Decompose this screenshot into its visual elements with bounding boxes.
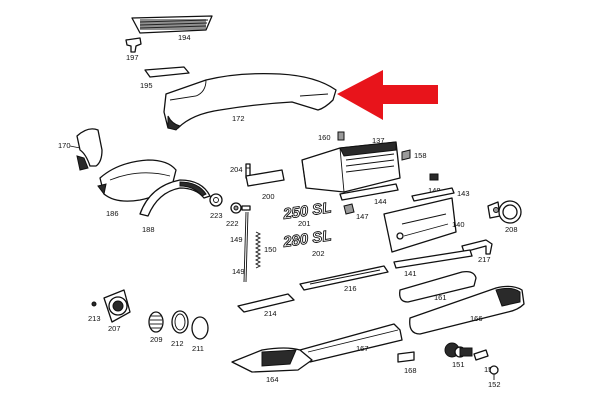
part-207-housing — [103, 289, 131, 323]
callout-200: 200 — [262, 192, 275, 201]
part-143-strip — [411, 187, 455, 202]
callout-208: 208 — [505, 225, 518, 234]
callout-209: 209 — [150, 335, 163, 344]
part-212-ring — [171, 310, 189, 334]
callout-223: 223 — [210, 211, 223, 220]
part-170-side-trim — [69, 128, 103, 171]
callout-168: 168 — [404, 366, 417, 375]
callout-167: 167 — [356, 344, 369, 353]
part-160-clip — [337, 131, 345, 141]
part-149-bolt — [241, 205, 251, 283]
emblem-250sl: 250 SL — [281, 199, 333, 224]
callout-166: 166 — [470, 314, 483, 323]
part-148-clip — [429, 173, 439, 181]
part-214-trim — [237, 293, 295, 313]
part-137-glovebox — [301, 141, 401, 193]
callout-137: 137 — [372, 136, 385, 145]
part-164-panel — [231, 347, 313, 373]
part-209-grille — [148, 311, 164, 333]
callout-143: 143 — [457, 189, 470, 198]
callout-204: 204 — [230, 165, 243, 174]
callout-222: 222 — [226, 219, 239, 228]
part-172-dash-top — [163, 72, 337, 131]
part-188-arch — [139, 179, 211, 217]
callout-151: 151 — [452, 360, 465, 369]
part-213-screw — [91, 301, 97, 307]
part-167-trim — [299, 323, 403, 363]
part-208-vent — [487, 200, 522, 224]
emblem-280-text: 280 SL — [281, 227, 332, 251]
callout-207: 207 — [108, 324, 121, 333]
callout-195: 195 — [140, 81, 153, 90]
part-141-trim — [393, 249, 473, 269]
part-144-rail — [339, 183, 399, 201]
part-197-clip — [125, 37, 142, 53]
callout-149-upper: 149 — [230, 235, 243, 244]
part-222-washer — [230, 202, 242, 214]
callout-217: 217 — [478, 255, 491, 264]
part-140-glovebox-lid — [383, 197, 457, 253]
callout-149-lower: 149 — [232, 267, 245, 276]
callout-216: 216 — [344, 284, 357, 293]
part-158-bracket — [401, 149, 411, 161]
callout-213: 213 — [88, 314, 101, 323]
callout-186: 186 — [106, 209, 119, 218]
part-147-latch — [343, 203, 355, 215]
callout-201: 201 — [298, 219, 311, 228]
part-216-trim — [299, 265, 389, 291]
callout-188: 188 — [142, 225, 155, 234]
part-153-key — [473, 349, 489, 361]
emblem-280sl: 280 SL — [281, 227, 333, 252]
callout-194: 194 — [178, 33, 191, 42]
highlight-arrow — [337, 70, 438, 120]
callout-150: 150 — [264, 245, 277, 254]
part-223-grommet — [209, 193, 223, 207]
part-151-lock — [444, 342, 473, 358]
callout-212: 212 — [171, 339, 184, 348]
callout-148: 148 — [428, 186, 441, 195]
part-195-pad — [144, 66, 190, 78]
callout-214: 214 — [264, 309, 277, 318]
callout-164: 164 — [266, 375, 279, 384]
callout-147: 147 — [356, 212, 369, 221]
callout-172: 172 — [232, 114, 245, 123]
callout-144: 144 — [374, 197, 387, 206]
callout-202: 202 — [312, 249, 325, 258]
callout-197: 197 — [126, 53, 139, 62]
callout-158: 158 — [414, 151, 427, 160]
callout-161: 161 — [434, 293, 447, 302]
callout-140: 140 — [452, 220, 465, 229]
part-152-key — [489, 365, 499, 380]
part-200-strip — [245, 169, 285, 187]
callout-141: 141 — [404, 269, 417, 278]
part-166-panel — [409, 285, 525, 335]
part-161-bar — [399, 270, 477, 303]
callout-152: 152 — [488, 380, 501, 389]
callout-160: 160 — [318, 133, 331, 142]
part-211-ring — [191, 316, 209, 340]
emblem-250-text: 250 SL — [281, 199, 332, 223]
part-194-grille — [131, 15, 213, 34]
part-150-spring — [254, 231, 262, 269]
callout-211: 211 — [192, 344, 204, 353]
callout-170: 170 — [58, 141, 71, 150]
part-168-clip — [397, 351, 415, 363]
